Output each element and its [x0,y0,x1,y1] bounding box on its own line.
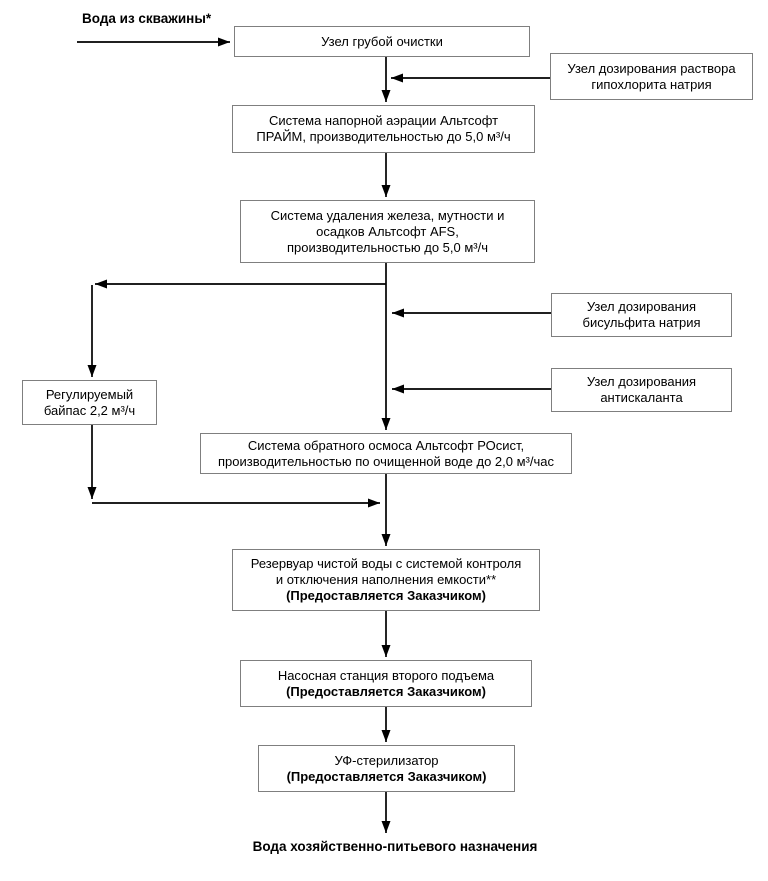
node-text: Регулируемый [45,386,134,402]
node-text: Насосная станция второго подъема [277,667,495,683]
node-text: Система напорной аэрации Альтсофт [268,113,499,128]
node-text: бисульфита натрия [582,315,701,330]
node-provided-by-customer-note: (Предоставляется Заказчиком) [286,683,486,699]
node-text: осадков Альтсофт AFS, [316,223,459,239]
node-hypochlorite-dosing: Узел дозирования раствора гипохлорита на… [550,53,753,100]
node-text: гипохлорита натрия [591,76,712,92]
node-adjustable-bypass: Регулируемый байпас 2,2 м³/ч [22,380,157,425]
node-bisulfite-dosing: Узел дозирования бисульфита натрия [551,293,732,337]
node-text: ПРАЙМ, производительностью до 5,0 м³/ч [256,129,511,144]
node-antiscalant-dosing: Узел дозирования антискаланта [551,368,732,412]
node-text: антискаланта [600,390,683,405]
node-text: производительностью по очищенной воде до… [218,453,554,469]
node-text: Узел дозирования [586,374,697,389]
node-text: байпас 2,2 м³/ч [43,402,136,418]
node-text: и отключения наполнения емкости** [275,572,497,587]
node-clean-water-tank: Резервуар чистой воды с системой контрол… [232,549,540,611]
node-text: Система удаления железа, мутности и [270,207,505,223]
output-water-label: Вода хозяйственно-питьевого назначения [252,839,538,854]
node-reverse-osmosis: Система обратного осмоса Альтсофт РОсист… [200,433,572,474]
node-text: УФ-стерилизатор [334,752,439,768]
source-water-label: Вода из скважины* [82,11,212,26]
node-uv-sterilizer: УФ-стерилизатор (Предоставляется Заказчи… [258,745,515,792]
node-provided-by-customer-note: (Предоставляется Заказчиком) [286,768,487,784]
node-pressure-aeration: Система напорной аэрации Альтсофт ПРАЙМ,… [232,105,535,153]
node-text: производительностью до 5,0 м³/ч [287,239,488,255]
node-text: Система обратного осмоса Альтсофт РОсист… [247,437,525,453]
node-text: Узел грубой очистки [321,33,443,49]
node-coarse-filter: Узел грубой очистки [234,26,530,57]
node-pump-station: Насосная станция второго подъема (Предос… [240,660,532,707]
node-text: Узел дозирования раствора [567,60,736,76]
node-text: Узел дозирования [586,299,697,314]
node-text: Резервуар чистой воды с системой контрол… [250,556,522,571]
node-provided-by-customer-note: (Предоставляется Заказчиком) [286,588,486,603]
node-iron-removal: Система удаления железа, мутности и осад… [240,200,535,263]
